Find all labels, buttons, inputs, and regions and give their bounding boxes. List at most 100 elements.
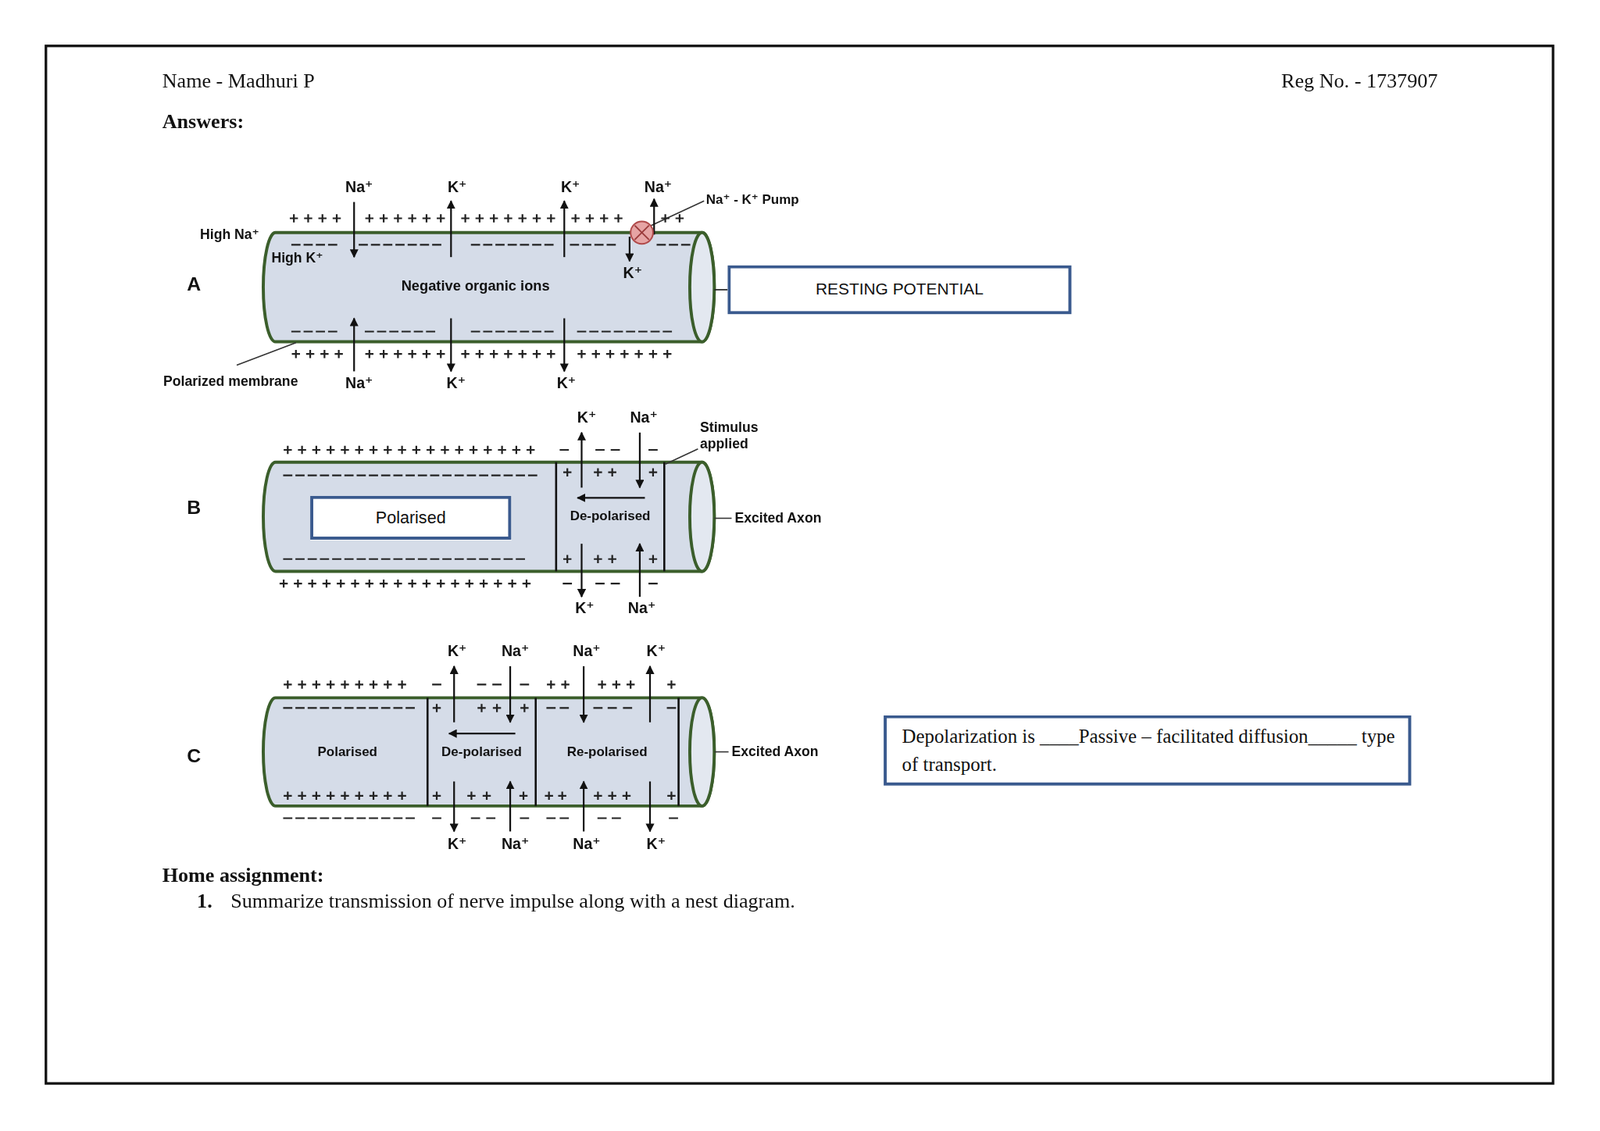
axon-cylinder: High K⁺ Negative organic ions bbox=[263, 232, 715, 343]
axon-label: Excited Axon bbox=[734, 510, 822, 526]
axon-body bbox=[263, 232, 715, 343]
ion-arrow bbox=[582, 781, 585, 832]
region-divider bbox=[555, 462, 558, 572]
student-name: Name - Madhuri P bbox=[162, 68, 315, 93]
ion-label: Na⁺ bbox=[629, 408, 658, 427]
ion-arrow bbox=[582, 666, 585, 723]
membrane-region: De-polarised bbox=[556, 462, 665, 572]
ion-arrow bbox=[563, 200, 565, 258]
leader-line bbox=[665, 449, 699, 465]
connector-line bbox=[714, 289, 728, 291]
ion-arrow bbox=[639, 432, 641, 489]
axon-c bbox=[263, 697, 715, 806]
ion-arrow bbox=[353, 318, 355, 372]
panel-letter: C bbox=[186, 745, 201, 768]
ion-label: Na⁺ bbox=[501, 835, 529, 854]
node-text: Polarised bbox=[375, 507, 447, 528]
section-heading: Home assignment: bbox=[162, 864, 325, 888]
node-text: Re-polarised bbox=[567, 744, 648, 761]
panel-letter: B bbox=[186, 496, 201, 520]
pump-circle bbox=[630, 221, 654, 244]
ion-label: K⁺ bbox=[560, 178, 580, 197]
membrane-region: Polarised bbox=[267, 697, 428, 806]
ion-label: Na⁺ bbox=[572, 835, 600, 854]
ion-label: K⁺ bbox=[646, 642, 666, 661]
ion-label: K⁺ bbox=[623, 263, 643, 282]
node-text: De-polarised bbox=[441, 744, 522, 761]
leader-line bbox=[714, 751, 729, 754]
ion-arrow bbox=[453, 666, 455, 723]
ion-label: Na⁺ bbox=[644, 178, 672, 197]
region-divider bbox=[677, 697, 680, 806]
leader-line bbox=[714, 517, 732, 520]
node-text: Negative organic ions bbox=[401, 277, 550, 294]
pump-label: Na⁺ - K⁺ Pump bbox=[706, 192, 800, 208]
ion-arrow bbox=[450, 318, 452, 372]
ion-arrow bbox=[509, 666, 511, 723]
ion-label: Na⁺ bbox=[628, 599, 656, 618]
list-number: 1. bbox=[196, 889, 213, 913]
ion-label: K⁺ bbox=[557, 374, 576, 393]
stimulus-label: Stimulus applied bbox=[700, 419, 772, 452]
ion-arrow bbox=[563, 318, 565, 372]
axon-a bbox=[263, 232, 715, 343]
axon-body bbox=[263, 697, 715, 806]
membrane-region: De-polarised bbox=[427, 697, 536, 806]
answer-box: Depolarization is ____Passive – facilita… bbox=[883, 715, 1411, 786]
ion-arrow bbox=[649, 781, 651, 832]
ion-label: Na⁺ bbox=[501, 642, 529, 661]
region-divider bbox=[663, 462, 666, 572]
ion-label: K⁺ bbox=[447, 835, 467, 854]
node-text: RESTING POTENTIAL bbox=[815, 280, 984, 300]
panel-letter: A bbox=[186, 273, 201, 297]
concentration-label: High Na⁺ bbox=[200, 226, 260, 243]
ion-arrow bbox=[353, 202, 355, 258]
axon-label: Excited Axon bbox=[731, 743, 818, 760]
axon-end bbox=[689, 232, 715, 343]
answer-text: Depolarization is ____Passive – facilita… bbox=[902, 721, 1400, 779]
ion-arrow bbox=[580, 543, 583, 597]
region-divider bbox=[426, 697, 429, 806]
axon-b bbox=[263, 462, 715, 572]
axon-end bbox=[689, 462, 715, 572]
answer-box: RESTING POTENTIAL bbox=[727, 265, 1072, 315]
section-heading: Answers: bbox=[162, 109, 244, 133]
ion-label: K⁺ bbox=[446, 374, 466, 393]
ion-label: K⁺ bbox=[646, 835, 666, 854]
ion-arrow bbox=[450, 200, 452, 258]
ion-arrow bbox=[649, 666, 651, 723]
ion-label: Na⁺ bbox=[572, 642, 600, 661]
region-divider bbox=[534, 697, 537, 806]
ion-arrow bbox=[577, 496, 645, 499]
answer-box: Polarised bbox=[310, 496, 511, 540]
node-text: Polarised bbox=[317, 744, 378, 761]
ion-label: K⁺ bbox=[447, 178, 467, 197]
ion-label: K⁺ bbox=[577, 408, 597, 427]
axon-end bbox=[689, 697, 715, 806]
node-text: High K⁺ bbox=[271, 250, 323, 266]
ion-label: Na⁺ bbox=[345, 178, 373, 197]
node-text: De-polarised bbox=[570, 509, 651, 525]
membrane-label: Polarized membrane bbox=[163, 373, 298, 390]
leader-lines bbox=[236, 200, 732, 752]
ion-arrow bbox=[449, 732, 516, 735]
pump-symbol bbox=[630, 221, 654, 244]
ion-label: Na⁺ bbox=[345, 374, 373, 393]
leader-line bbox=[236, 342, 297, 366]
ion-label: K⁺ bbox=[575, 599, 594, 618]
assignment-text: Summarize transmission of nerve impulse … bbox=[230, 889, 796, 913]
pump-cross bbox=[634, 225, 649, 240]
leader-line bbox=[646, 200, 704, 228]
ion-arrow bbox=[639, 543, 641, 597]
membrane-region: Re-polarised bbox=[535, 697, 679, 806]
axon-body bbox=[263, 462, 715, 572]
register-number: Reg No. - 1737907 bbox=[1281, 68, 1438, 93]
ion-arrow bbox=[580, 432, 583, 489]
ion-arrow bbox=[628, 236, 631, 261]
ion-arrow bbox=[653, 199, 655, 236]
charge-signs bbox=[279, 214, 691, 818]
ion-label: K⁺ bbox=[447, 642, 467, 661]
